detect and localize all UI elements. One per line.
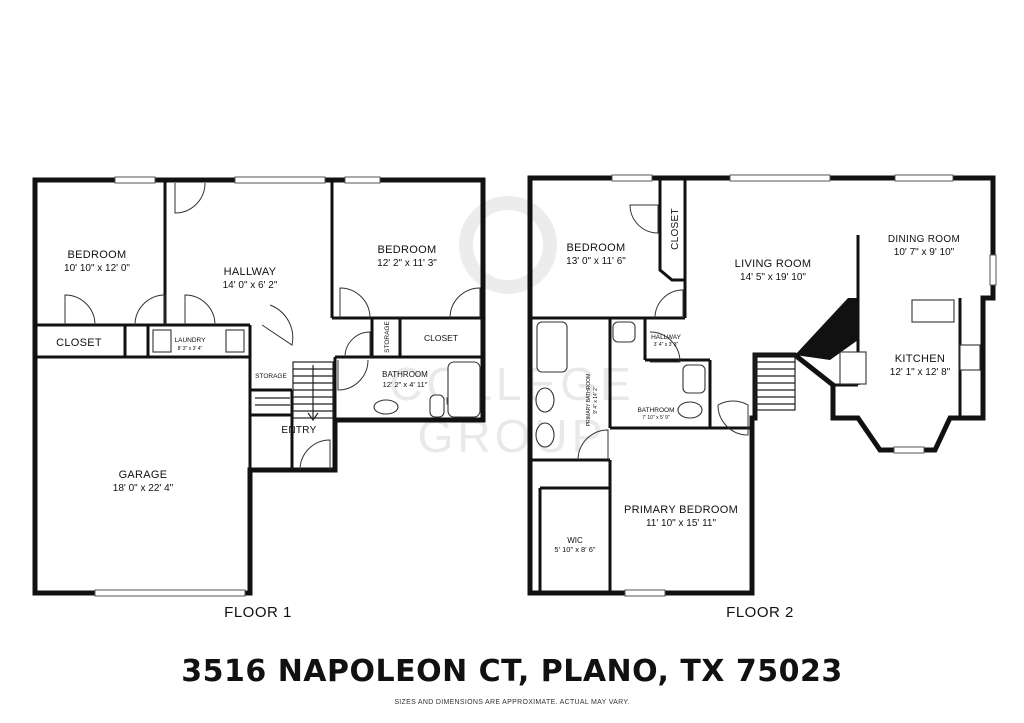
fireplace <box>795 298 858 360</box>
room-name: CLOSET <box>56 337 102 349</box>
door-swing <box>717 400 749 436</box>
door-swing <box>184 294 216 326</box>
dryer <box>225 329 245 353</box>
room-name: BATHROOM <box>637 407 674 414</box>
room-name: WIC <box>567 536 583 545</box>
room-dimension: 9' 4" x 14' 2" <box>593 386 599 414</box>
room-dimension: 3' 4" x 3' 3" <box>654 342 679 348</box>
room-dimension: 7' 10" x 5' 9" <box>642 415 670 421</box>
washer <box>152 329 172 353</box>
room-dimension: 10' 10" x 12' 0" <box>64 263 130 274</box>
room-name: BEDROOM <box>68 249 127 261</box>
property-address: 3516 NAPOLEON CT, PLANO, TX 75023 <box>181 654 843 689</box>
window <box>894 174 954 182</box>
door-swing <box>449 287 481 319</box>
disclaimer-text: SIZES AND DIMENSIONS ARE APPROXIMATE. AC… <box>394 699 630 706</box>
room-dimension: 14' 0" x 6' 2" <box>223 280 278 291</box>
garage-door <box>94 589 246 597</box>
sink <box>677 401 703 419</box>
stairs <box>754 354 796 411</box>
window <box>114 176 156 184</box>
floor2-interior-walls <box>530 178 962 593</box>
door-swing <box>299 439 331 471</box>
room-name: ENTRY <box>281 425 316 436</box>
room-dimension: 5' 10" x 8' 6" <box>554 545 595 554</box>
room-name: KITCHEN <box>895 353 945 365</box>
bathtub <box>536 321 568 373</box>
room-name: HALLWAY <box>224 266 277 278</box>
kitchen-sink <box>911 299 955 323</box>
floor-label: FLOOR 1 <box>224 604 292 621</box>
door-swing <box>337 359 369 391</box>
sink <box>373 399 399 415</box>
door-swing <box>577 429 609 461</box>
room-name: LAUNDRY <box>175 337 207 344</box>
sink <box>535 422 555 448</box>
room-dimension: 18' 0" x 22' 4" <box>113 483 174 494</box>
toilet <box>429 394 445 418</box>
door-swing <box>261 304 294 346</box>
floor-label: FLOOR 2 <box>726 604 794 621</box>
toilet <box>612 321 636 343</box>
room-name: HALLWAY <box>651 334 682 341</box>
room-name: LIVING ROOM <box>735 258 812 270</box>
stairs <box>255 361 334 422</box>
floor2-outer-walls <box>527 175 996 596</box>
room-dimension: 8' 3" x 3' 4" <box>178 346 203 352</box>
room-name: DINING ROOM <box>888 234 960 245</box>
door-swing <box>629 204 659 234</box>
window <box>344 176 381 184</box>
room-name: BEDROOM <box>567 242 626 254</box>
door-swing <box>134 294 166 326</box>
room-dimension: 10' 7" x 9' 10" <box>894 247 955 258</box>
room-dimension: 12' 1" x 12' 8" <box>890 367 951 378</box>
room-name: STORAGE <box>255 373 287 380</box>
room-name: STORAGE <box>384 321 391 353</box>
door-swing <box>64 294 96 326</box>
window <box>989 254 997 286</box>
window <box>234 176 326 184</box>
door-swing <box>174 182 206 214</box>
stove <box>959 344 981 371</box>
sink <box>535 387 555 413</box>
room-name: BEDROOM <box>378 244 437 256</box>
floor-2: BEDROOM 13' 0" x 11' 6" CLOSET LIVING RO… <box>527 174 997 621</box>
room-name: PRIMARY BEDROOM <box>624 504 738 516</box>
room-dimension: 12' 2" x 11' 3" <box>377 258 437 269</box>
door-swing <box>339 287 371 319</box>
window <box>729 174 831 182</box>
room-name: GARAGE <box>119 469 168 481</box>
room-dimension: 11' 10" x 15' 11" <box>646 518 716 529</box>
door-swing <box>654 289 684 319</box>
floor-1: BEDROOM 10' 10" x 12' 0" HALLWAY 14' 0" … <box>32 176 486 621</box>
window <box>611 174 653 182</box>
room-name: BATHROOM <box>382 370 428 379</box>
room-name: PRIMARY BATHROOM <box>586 374 592 427</box>
floor1-interior-walls <box>35 180 483 470</box>
bathtub <box>447 361 481 418</box>
door-swing <box>649 331 681 363</box>
refrigerator <box>839 351 867 385</box>
room-name: CLOSET <box>424 333 458 343</box>
room-dimension: 14' 5" x 19' 10" <box>740 272 806 283</box>
room-name: CLOSET <box>670 208 681 250</box>
toilet <box>682 364 706 394</box>
door-swing <box>344 331 371 358</box>
window <box>624 589 666 597</box>
room-dimension: 12' 2" x 4' 11" <box>383 380 428 389</box>
room-dimension: 13' 0" x 11' 6" <box>566 256 626 267</box>
window <box>893 446 925 454</box>
